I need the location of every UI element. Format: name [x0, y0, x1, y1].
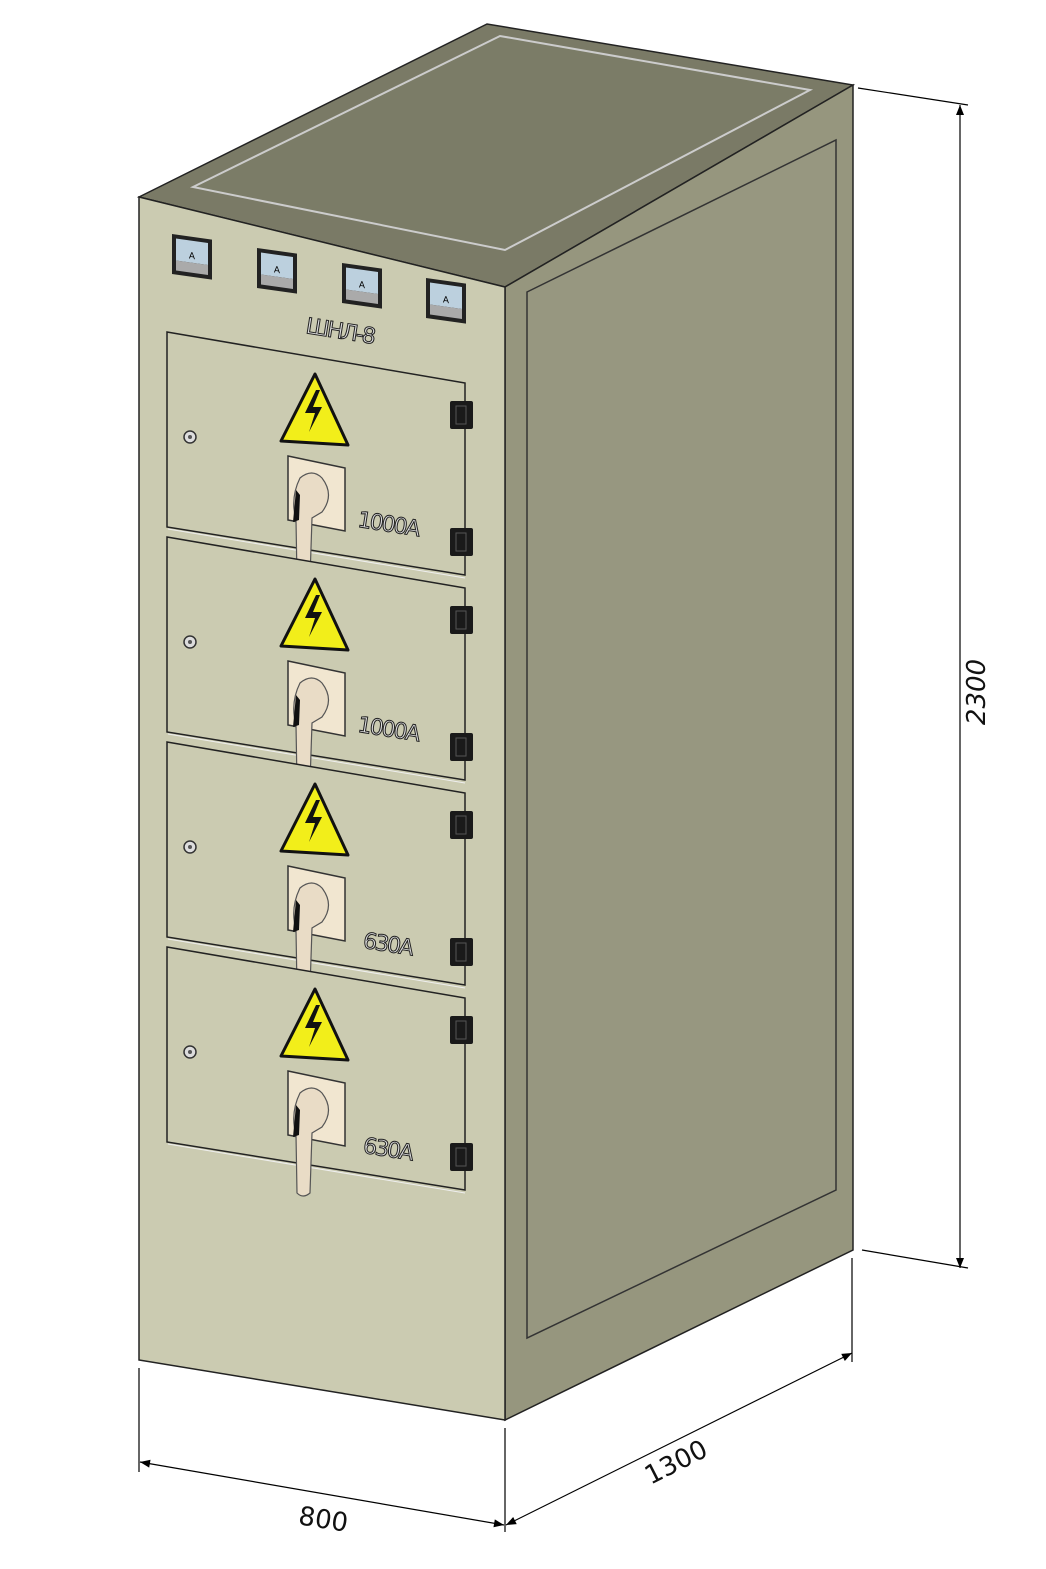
hinge-icon: [450, 938, 473, 966]
meter-symbol: A: [189, 251, 196, 262]
switch-handle[interactable]: [287, 455, 346, 582]
dimension-depth-label: 1300: [640, 1434, 713, 1491]
dimension-width: [138, 1368, 506, 1532]
switch-handle[interactable]: [287, 1070, 346, 1197]
lock-icon[interactable]: [183, 1045, 197, 1059]
ammeter: A: [257, 248, 297, 294]
warning-high-voltage-icon: [279, 987, 350, 1062]
meter-symbol: A: [443, 295, 450, 306]
door-panel[interactable]: [166, 536, 466, 781]
hinge-icon: [450, 811, 473, 839]
dimension-height-label: 2300: [962, 659, 992, 725]
ammeters: A A A A: [172, 234, 466, 324]
door-3[interactable]: 630A: [166, 741, 473, 992]
door-panel[interactable]: [166, 741, 466, 986]
cabinet-side-panel: [526, 138, 837, 1340]
door-2[interactable]: 1000A: [166, 536, 473, 787]
switch-handle[interactable]: [287, 660, 346, 787]
switch-handle[interactable]: [287, 865, 346, 992]
ammeter: A: [426, 278, 466, 324]
doors: 1000A 1000A: [166, 331, 473, 1197]
lock-icon[interactable]: [183, 840, 197, 854]
hinge-icon: [450, 401, 473, 429]
hinge-icon: [450, 606, 473, 634]
hinge-icon: [450, 1143, 473, 1171]
hinge-icon: [450, 528, 473, 556]
door-4[interactable]: 630A: [166, 946, 473, 1197]
dimension-depth: [505, 1258, 853, 1526]
cabinet-top-panel: [189, 34, 814, 252]
dimension-height: [857, 87, 969, 1269]
warning-high-voltage-icon: [279, 782, 350, 857]
ammeter: A: [342, 263, 382, 309]
warning-high-voltage-icon: [279, 372, 350, 447]
meter-symbol: A: [359, 280, 366, 291]
dimension-width-label: 800: [296, 1501, 350, 1538]
hinge-icon: [450, 1016, 473, 1044]
hinge-icon: [450, 733, 473, 761]
ammeter: A: [172, 234, 212, 280]
meter-symbol: A: [274, 265, 281, 276]
lock-icon[interactable]: [183, 635, 197, 649]
lock-icon[interactable]: [183, 430, 197, 444]
door-1[interactable]: 1000A: [166, 331, 473, 582]
door-panel[interactable]: [166, 946, 466, 1191]
door-panel[interactable]: [166, 331, 466, 576]
warning-high-voltage-icon: [279, 577, 350, 652]
